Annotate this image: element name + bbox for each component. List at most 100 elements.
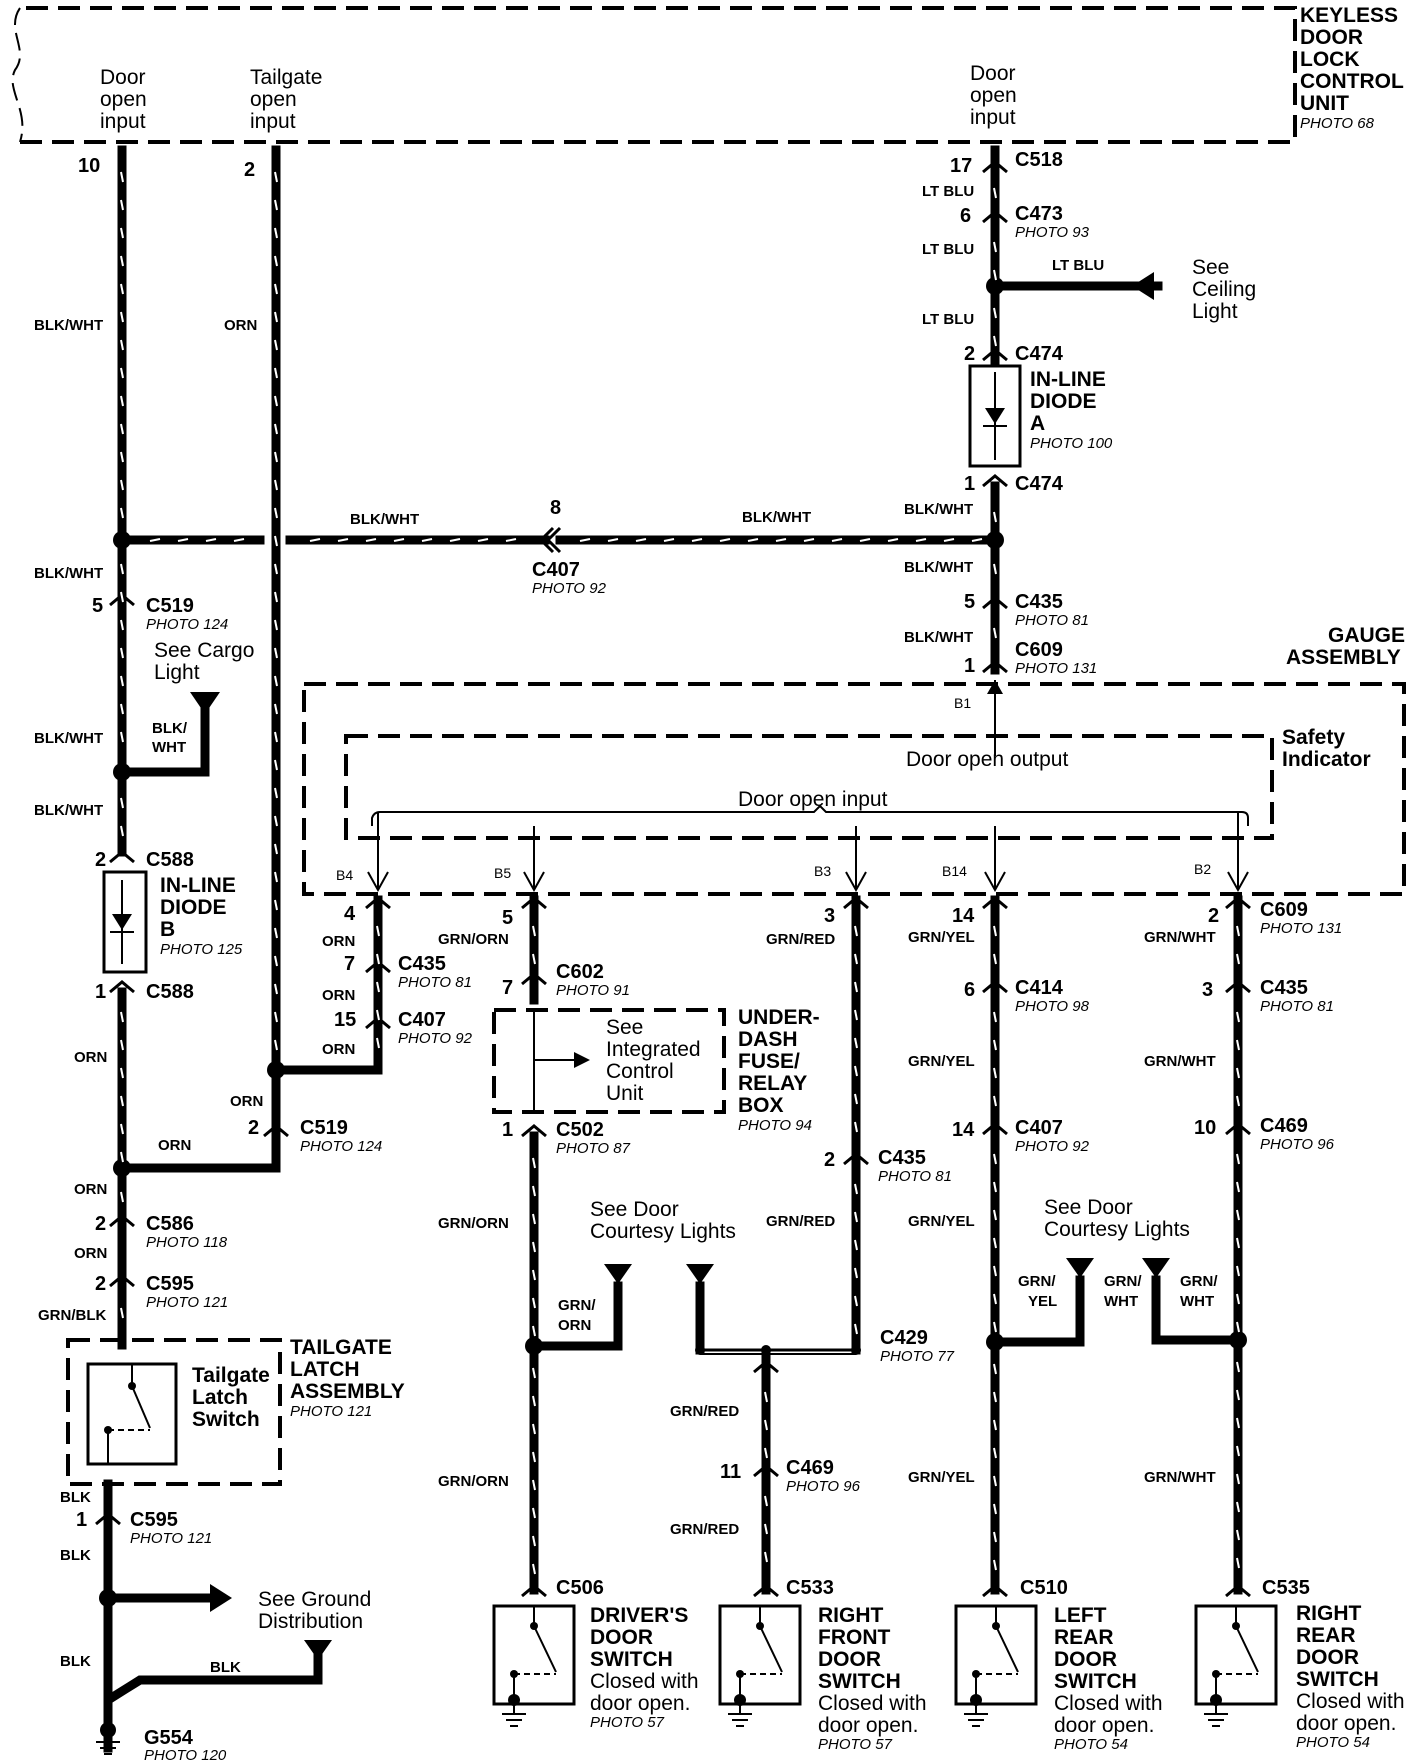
lr-note-1: Closed with — [1054, 1692, 1163, 1715]
tracer-mark-4 — [120, 283, 124, 295]
rf-title-1: RIGHT — [818, 1604, 884, 1627]
c519-bot-name: C519 — [300, 1117, 348, 1139]
tracer-mark-97 — [854, 1065, 858, 1077]
c473-pin: 6 — [960, 205, 971, 227]
tracer-mark-125 — [993, 1363, 997, 1375]
wc-blk-4: BLK — [210, 1659, 241, 1676]
keyless-title-2: DOOR — [1300, 26, 1363, 49]
c407-mid-name: C407 — [532, 559, 580, 581]
tracer-mark-170 — [691, 538, 703, 542]
ref-icu-1: See — [606, 1016, 643, 1039]
wc-blk-1: BLK — [60, 1489, 91, 1506]
wc-grnwht-split-4: WHT — [1180, 1293, 1214, 1310]
ref-ceiling-1: See — [1192, 256, 1229, 279]
ref-icu-2: Integrated — [606, 1038, 701, 1061]
wc-grnyel-1: GRN/YEL — [908, 929, 975, 946]
c602-pin: 7 — [502, 977, 513, 999]
ref-courtesy-2a: See Door — [1044, 1196, 1133, 1219]
c435-rr-name: C435 — [1260, 977, 1308, 999]
c506-name: C506 — [556, 1577, 604, 1599]
tracer-mark-102 — [854, 1239, 858, 1251]
driver-door-circuit: 7 C602 PHOTO 91 See Integrated Control U… — [438, 961, 820, 1595]
wc-grnorn-split-2: ORN — [558, 1317, 591, 1334]
rr-title-4: SWITCH — [1296, 1668, 1379, 1691]
tracer-mark-38 — [274, 395, 278, 407]
c519-top-name: C519 — [146, 595, 194, 617]
tailgate-latch-assembly: Tailgate Latch Switch TAILGATE LATCH ASS… — [60, 1336, 405, 1762]
tracer-mark-29 — [120, 1307, 124, 1319]
tracer-mark-63 — [993, 241, 997, 253]
gauge-title-2: ASSEMBLY — [1286, 646, 1401, 669]
c469-r-name: C469 — [1260, 1115, 1308, 1137]
c469-r-pin: 10 — [1194, 1117, 1216, 1139]
tracer-mark-116 — [993, 1067, 997, 1079]
c609-top-name: C609 — [1015, 639, 1063, 661]
tracer-mark-50 — [274, 731, 278, 743]
tracer-mark-65 — [993, 307, 997, 319]
cargo-light-arrow — [190, 692, 220, 714]
c502-photo: PHOTO 87 — [556, 1140, 631, 1157]
rf-title-2: FRONT — [818, 1626, 890, 1649]
tracer-mark-136 — [1236, 1039, 1240, 1051]
input-label-door-1b: open — [100, 88, 147, 111]
tracer-mark-12 — [120, 507, 124, 519]
right-door-output-circuit: 17 C518 LT BLU 6 C473 PHOTO 93 LT BLU LT… — [350, 145, 1256, 677]
wc-blkwht-split-1: BLK/ — [152, 720, 188, 737]
ground-dist-arrow — [210, 1584, 232, 1612]
wc-orn-1: ORN — [74, 1049, 107, 1066]
ref-icu-4: Unit — [606, 1082, 644, 1105]
tracer-mark-177 — [887, 538, 899, 542]
c586-photo: PHOTO 118 — [146, 1234, 228, 1251]
rf-note-2: door open. — [818, 1714, 918, 1737]
tailgate-switch-3: Switch — [192, 1408, 260, 1431]
tracer-mark-82 — [532, 1297, 536, 1309]
tracer-mark-47 — [274, 647, 278, 659]
tracer-mark-1 — [120, 199, 124, 211]
wc-grnwht-split-2: WHT — [1104, 1293, 1138, 1310]
tracer-mark-175 — [831, 538, 843, 542]
c609-row-photo: PHOTO 131 — [1260, 920, 1342, 937]
c435-l-photo: PHOTO 81 — [398, 974, 472, 991]
tracer-mark-6 — [120, 339, 124, 351]
wc-blkwht-4: BLK/WHT — [34, 802, 103, 819]
tracer-mark-115 — [993, 1039, 997, 1051]
tracer-mark-43 — [274, 535, 278, 547]
tracer-mark-64 — [993, 269, 997, 281]
tracer-mark-77 — [532, 1157, 536, 1169]
rf-title-3: DOOR — [818, 1648, 881, 1671]
tracer-mark-119 — [993, 1181, 997, 1193]
c533-name: C533 — [786, 1577, 834, 1599]
tracer-mark-165 — [505, 538, 517, 542]
b3-pin: 3 — [824, 905, 835, 927]
tracer-mark-76 — [532, 953, 536, 965]
lr-title-2: REAR — [1054, 1626, 1114, 1649]
tracer-mark-59 — [274, 983, 278, 995]
safety-title-2: Indicator — [1282, 748, 1371, 771]
tracer-mark-143 — [1236, 1265, 1240, 1277]
c474-bot-pin: 1 — [964, 473, 975, 495]
tracer-mark-163 — [449, 538, 461, 542]
c519-top-photo: PHOTO 124 — [146, 616, 228, 633]
wc-blkwht-r3: BLK/WHT — [904, 629, 973, 646]
tracer-mark-27 — [120, 1151, 124, 1163]
driver-photo: PHOTO 57 — [590, 1714, 665, 1731]
door-open-input: Door open input — [738, 788, 888, 811]
gauge-title-1: GAUGE — [1328, 624, 1405, 647]
tracer-mark-21 — [120, 825, 124, 837]
tracer-mark-138 — [1236, 1095, 1240, 1107]
wc-grnred-2: GRN/RED — [766, 1213, 835, 1230]
tailgate-switch-2: Latch — [192, 1386, 248, 1409]
c414-photo: PHOTO 98 — [1015, 998, 1090, 1015]
tailgate-switch-1: Tailgate — [192, 1364, 270, 1387]
tracer-mark-157 — [233, 538, 245, 542]
tracer-mark-61 — [274, 1039, 278, 1051]
c469-m-pin: 11 — [720, 1461, 741, 1483]
c435-mid-name: C435 — [878, 1147, 926, 1169]
lr-title-3: DOOR — [1054, 1648, 1117, 1671]
c435-mid-pin: 2 — [824, 1149, 835, 1171]
wc-ltblu-3: LT BLU — [1052, 257, 1104, 274]
tracer-mark-134 — [1236, 953, 1240, 965]
c595-top-pin: 2 — [95, 1273, 106, 1295]
tracer-mark-30 — [274, 171, 278, 183]
tracer-mark-17 — [120, 675, 124, 687]
